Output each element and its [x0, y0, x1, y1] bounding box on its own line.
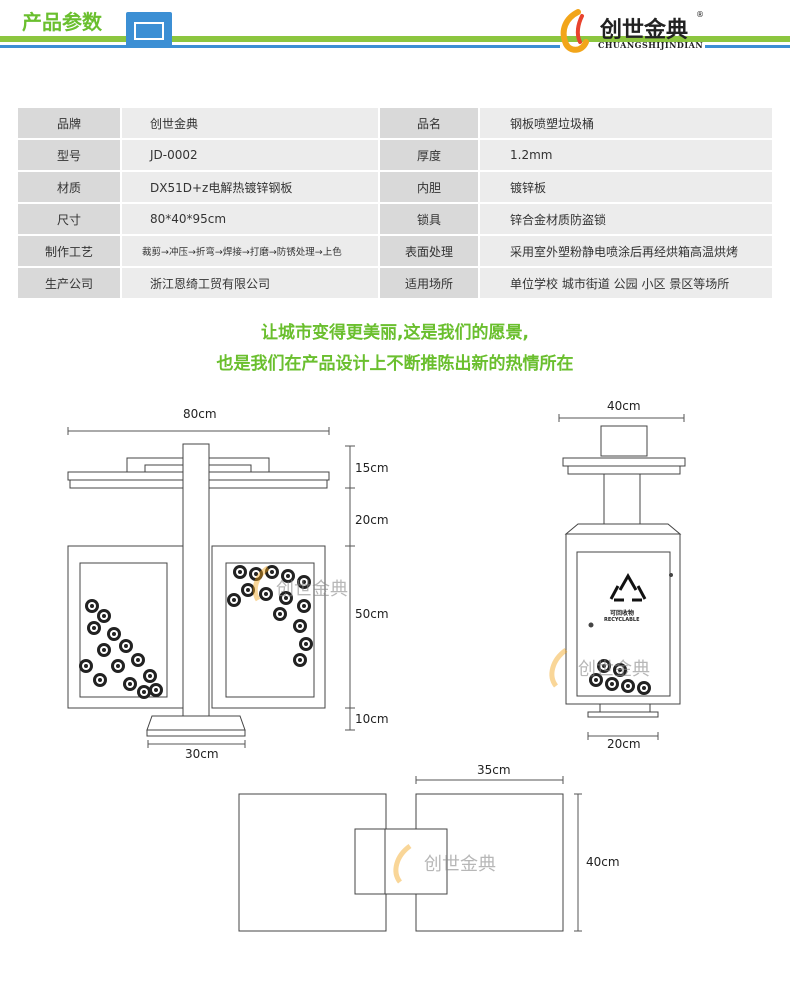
side-base-label: 20cm	[607, 737, 641, 751]
side-view	[558, 414, 686, 740]
spec-key: 适用场所	[378, 266, 480, 300]
bin-label-en: RECYCLABLE	[604, 617, 640, 623]
header: 产品参数 创世金典 CHUANGSHIJINDIAN ®	[0, 0, 790, 66]
watermark-logos	[252, 565, 568, 884]
spec-value: 创世金典	[120, 106, 380, 140]
watermark-text-3: 创世金典	[424, 854, 496, 875]
top-view	[238, 776, 582, 932]
header-blue-bar	[0, 45, 560, 48]
spec-key: 锁具	[378, 202, 480, 236]
watermark-text-1: 创世金典	[276, 579, 348, 600]
spec-key: 厚度	[378, 138, 480, 172]
front-width-label: 80cm	[183, 407, 217, 421]
section-title: 产品参数	[22, 10, 102, 34]
top-width-label: 35cm	[477, 763, 511, 777]
spec-row: 制作工艺裁剪→冲压→折弯→焊接→打磨→防锈处理→上色表面处理采用室外塑粉静电喷涂…	[16, 234, 774, 268]
height-10-label: 10cm	[355, 712, 389, 726]
spec-key: 尺寸	[16, 202, 122, 236]
spec-key: 制作工艺	[16, 234, 122, 268]
registered-mark: ®	[696, 10, 704, 19]
spec-value: 80*40*95cm	[120, 202, 380, 236]
logo-subtitle: CHUANGSHIJINDIAN	[598, 40, 704, 50]
spec-value: 1.2mm	[478, 138, 774, 172]
header-green-bar	[0, 36, 790, 42]
spec-value: JD-0002	[120, 138, 380, 172]
spec-value: DX51D+z电解热镀锌钢板	[120, 170, 380, 204]
brand-logo: 创世金典 CHUANGSHIJINDIAN ®	[556, 8, 706, 56]
spec-key: 内胆	[378, 170, 480, 204]
spec-value: 锌合金材质防盗锁	[478, 202, 774, 236]
height-50-label: 50cm	[355, 607, 389, 621]
header-blue-bar-right	[705, 45, 790, 48]
logo-name: 创世金典	[600, 17, 689, 43]
spec-row: 品牌创世金典品名钢板喷塑垃圾桶	[16, 106, 774, 140]
watermark-text-2: 创世金典	[578, 659, 650, 680]
side-width-label: 40cm	[607, 399, 641, 413]
base-width-label: 30cm	[185, 747, 219, 761]
bin-label-cn: 可回收物	[610, 610, 635, 617]
spec-key: 品牌	[16, 106, 122, 140]
briefcase-icon	[126, 12, 172, 48]
top-depth-label: 40cm	[586, 855, 620, 869]
spec-key: 材质	[16, 170, 122, 204]
spec-key: 生产公司	[16, 266, 122, 300]
recycle-icon	[609, 572, 647, 602]
spec-value: 浙江恩绮工贸有限公司	[120, 266, 380, 300]
height-15-label: 15cm	[355, 461, 389, 475]
spec-row: 生产公司浙江恩绮工贸有限公司适用场所单位学校 城市街道 公园 小区 景区等场所	[16, 266, 774, 300]
spec-value: 采用室外塑粉静电喷涂后再经烘箱高温烘烤	[478, 234, 774, 268]
spec-value: 镀锌板	[478, 170, 774, 204]
slogan-line-1: 让城市变得更美丽,这是我们的愿景,	[261, 323, 529, 343]
slogan-line-2: 也是我们在产品设计上不断推陈出新的热情所在	[216, 354, 574, 374]
spec-value: 裁剪→冲压→折弯→焊接→打磨→防锈处理→上色	[120, 234, 380, 268]
logo-mark-icon	[560, 9, 589, 53]
spec-key: 品名	[378, 106, 480, 140]
spec-value: 钢板喷塑垃圾桶	[478, 106, 774, 140]
spec-key: 型号	[16, 138, 122, 172]
spec-key: 表面处理	[378, 234, 480, 268]
spec-value: 单位学校 城市街道 公园 小区 景区等场所	[478, 266, 774, 300]
height-20-label: 20cm	[355, 513, 389, 527]
